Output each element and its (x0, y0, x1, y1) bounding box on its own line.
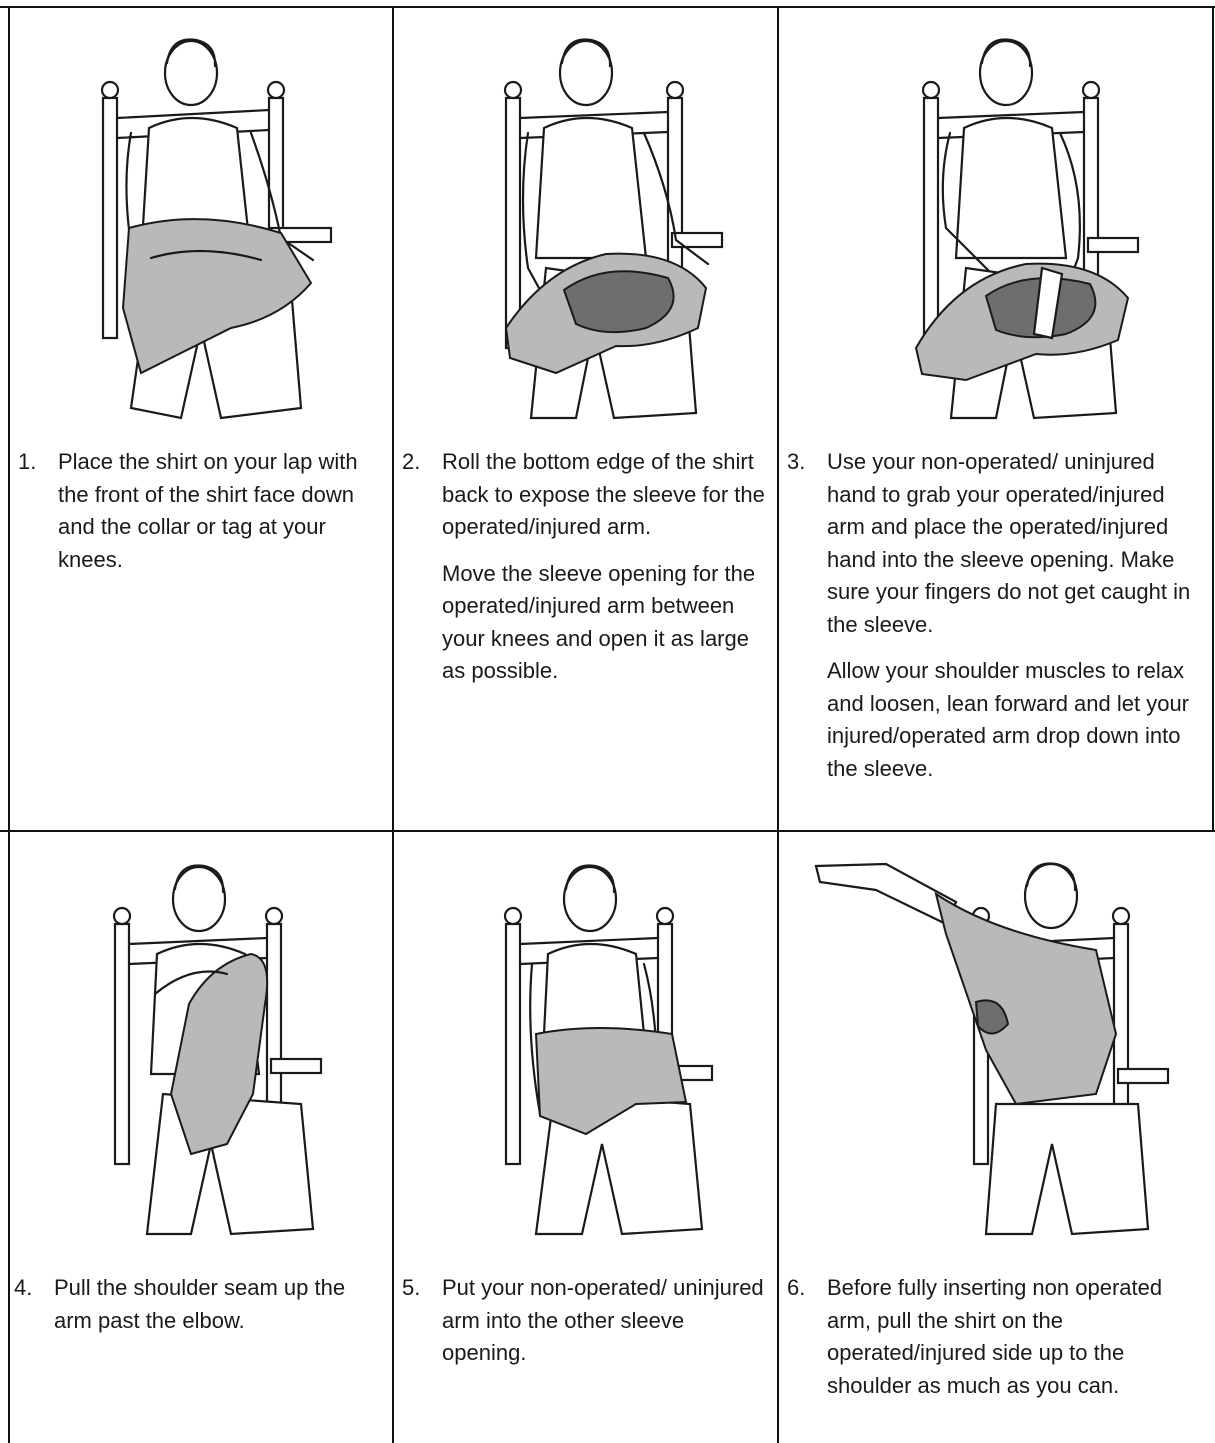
step-1-number: 1. (18, 446, 36, 479)
step-4-illustration (10, 854, 392, 1239)
step-2-number: 2. (402, 446, 420, 479)
step-4-caption: 4. Pull the shoulder seam up the arm pas… (14, 1272, 382, 1337)
step-1-illustration (10, 28, 392, 428)
step-4-text: Pull the shoulder seam up the arm past t… (54, 1275, 345, 1333)
step-5-illustration (394, 854, 777, 1239)
step-2-caption: 2. Roll the bottom edge of the shirt bac… (402, 446, 767, 688)
step-2-text-2: Move the sleeve opening for the operated… (402, 558, 767, 688)
step-6-text: Before fully inserting non operated arm,… (827, 1275, 1162, 1398)
step-6-number: 6. (787, 1272, 805, 1305)
step-4-number: 4. (14, 1272, 32, 1305)
step-2-text-1: Roll the bottom edge of the shirt back t… (442, 449, 765, 539)
step-1-text: Place the shirt on your lap with the fro… (58, 449, 358, 572)
step-6-cell: 6. Before fully inserting non operated a… (779, 832, 1213, 1443)
step-3-number: 3. (787, 446, 805, 479)
step-1-caption: 1. Place the shirt on your lap with the … (18, 446, 382, 576)
step-3-caption: 3. Use your non-operated/ uninjured hand… (787, 446, 1202, 785)
step-6-caption: 6. Before fully inserting non operated a… (787, 1272, 1203, 1402)
step-3-illustration (779, 28, 1212, 428)
step-6-illustration (779, 854, 1213, 1239)
step-4-cell: 4. Pull the shoulder seam up the arm pas… (10, 832, 392, 1443)
step-3-text-2: Allow your shoulder muscles to relax and… (787, 655, 1202, 785)
step-1-cell: 1. Place the shirt on your lap with the … (10, 8, 392, 830)
grid-right-border (1212, 6, 1214, 830)
step-3-text-1: Use your non-operated/ uninjured hand to… (827, 449, 1190, 637)
step-2-cell: 2. Roll the bottom edge of the shirt bac… (394, 8, 777, 830)
step-5-number: 5. (402, 1272, 420, 1305)
step-5-caption: 5. Put your non-operated/ uninjured arm … (402, 1272, 767, 1370)
step-5-cell: 5. Put your non-operated/ uninjured arm … (394, 832, 777, 1443)
step-2-illustration (394, 28, 777, 428)
step-5-text: Put your non-operated/ uninjured arm int… (442, 1275, 764, 1365)
step-3-cell: 3. Use your non-operated/ uninjured hand… (779, 8, 1212, 830)
